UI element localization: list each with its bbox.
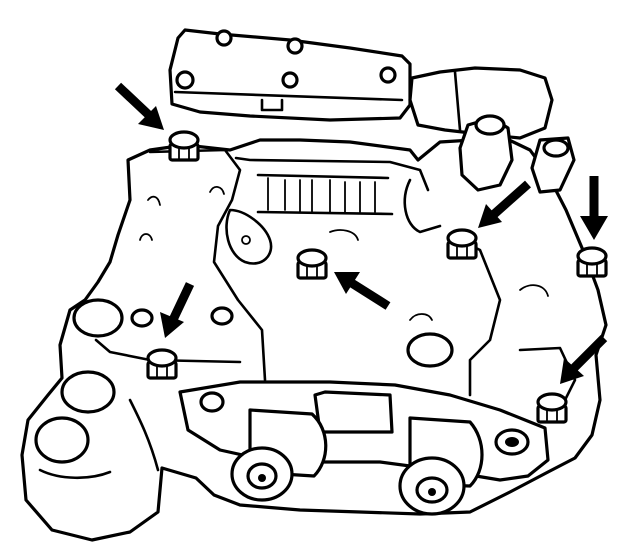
bolt-top-left — [168, 130, 200, 162]
arrow-down-left-icon — [478, 180, 531, 228]
arrow-down-right-icon — [114, 82, 164, 130]
center-raised-area — [225, 156, 442, 265]
arrow-down-icon — [580, 176, 608, 240]
arrow-down-left-icon — [160, 282, 195, 338]
left-side-plate — [72, 148, 267, 382]
solenoid-right — [398, 416, 484, 516]
callout-arrows — [114, 82, 608, 384]
bolt-far-right — [576, 246, 608, 278]
bolt-center — [296, 248, 328, 280]
bolt-lower-right — [536, 392, 568, 424]
arrow-up-left-icon — [334, 272, 391, 310]
bolt-left-lower — [146, 348, 178, 380]
solenoid-left — [230, 408, 328, 502]
bolt-center-right — [446, 228, 478, 260]
right-upper-housing — [408, 66, 576, 194]
arrow-down-left-icon — [560, 334, 608, 384]
lower-left-bulges — [34, 370, 160, 480]
top-cover-plate — [168, 28, 412, 122]
